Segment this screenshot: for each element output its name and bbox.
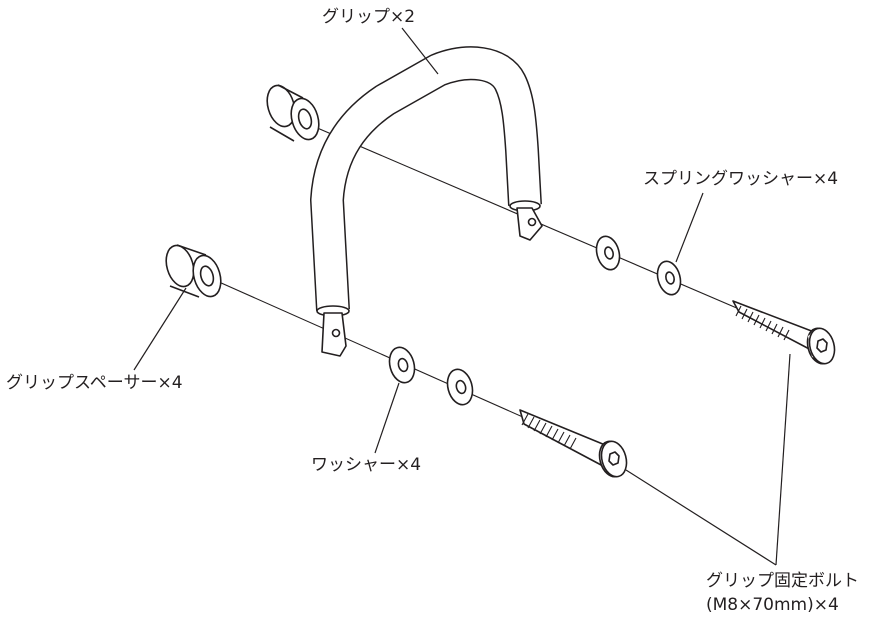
grip-spacer-lower: [165, 244, 222, 298]
leader-bolt-lower: [625, 469, 777, 566]
bolt-label-line2: (M8×70mm)×4: [706, 595, 839, 615]
spring-washer-label: スプリングワッシャー×4: [643, 169, 839, 189]
bolt-upper: [732, 300, 836, 365]
washer-upper: [595, 235, 621, 271]
grip-spacer-label: グリップスペーサー×4: [6, 373, 183, 393]
washer-lower: [388, 346, 416, 384]
bolt-label-line1: グリップ固定ボルト: [706, 571, 859, 591]
leader-washer: [374, 382, 400, 454]
leader-grip-spacer: [133, 287, 187, 371]
grip-spacer-upper: [266, 84, 320, 142]
spring-washer-lower: [446, 368, 474, 406]
grip-label: グリップ×2: [322, 7, 416, 27]
bolt-lower: [519, 409, 628, 478]
grip-handle: [310, 46, 543, 357]
leader-grip: [401, 27, 439, 75]
leader-bolt-upper: [775, 353, 791, 566]
washer-label: ワッシャー×4: [311, 455, 422, 475]
spring-washer-upper: [656, 260, 682, 296]
leader-spring-washer: [675, 192, 704, 263]
